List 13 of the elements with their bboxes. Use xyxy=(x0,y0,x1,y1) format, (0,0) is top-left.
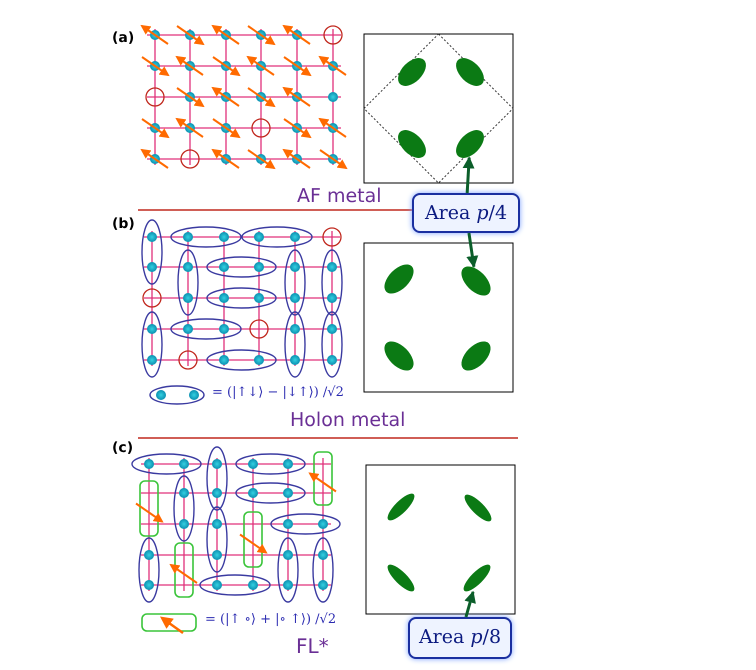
arrow xyxy=(462,156,475,194)
formula: = (|↑ ∘⟩ + |∘ ↑⟩) /√2 xyxy=(205,612,336,627)
panel-label: (c) xyxy=(112,440,134,456)
phase-label: AF metal xyxy=(297,185,382,207)
phase-label: Holon metal xyxy=(290,409,406,431)
phase-label: FL* xyxy=(296,634,329,658)
panel-label: (a) xyxy=(112,30,134,46)
arrow xyxy=(466,232,478,268)
panel-label: (b) xyxy=(112,216,135,232)
formula: = (|↑↓⟩ − |↓↑⟩) /√2 xyxy=(212,385,344,400)
arrow xyxy=(464,590,476,618)
callout-label: Area p/4 xyxy=(412,193,520,233)
callout-label: Area p/8 xyxy=(408,617,512,659)
